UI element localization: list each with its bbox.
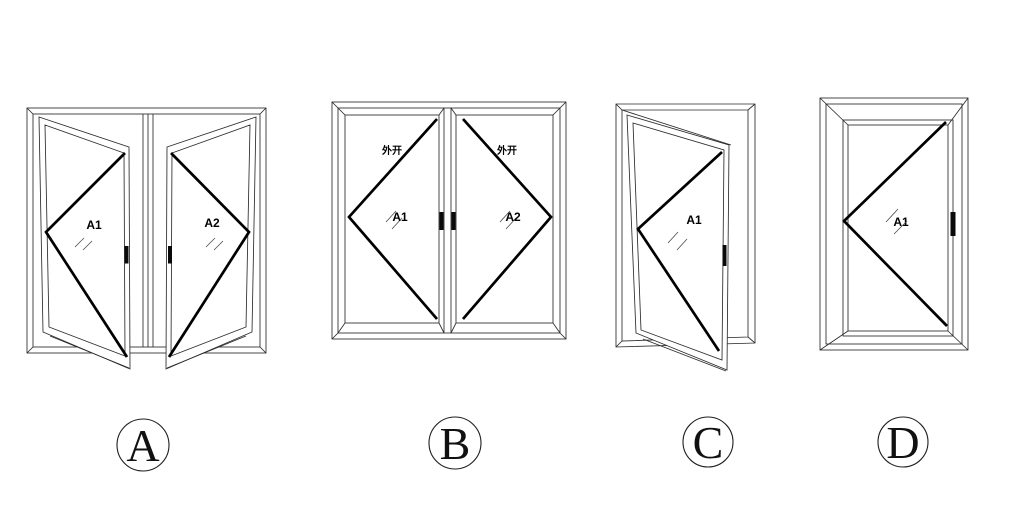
glass-marks xyxy=(205,237,224,251)
pane-label: A2 xyxy=(505,210,521,224)
figure-a: A1 A2 xyxy=(26,107,267,370)
badge-a: A xyxy=(116,418,170,472)
glass-marks xyxy=(667,231,688,251)
window-handle xyxy=(439,212,444,230)
open-direction-indicator xyxy=(842,121,948,327)
window-handle xyxy=(124,246,129,264)
window-b-right-sash: 外开 A2 xyxy=(450,107,561,334)
window-handle xyxy=(168,246,172,264)
badge-c: C xyxy=(682,416,734,468)
figure-c: A1 xyxy=(615,103,756,372)
badge-letter: A xyxy=(126,420,159,471)
glass-marks xyxy=(885,208,908,235)
open-direction-indicator xyxy=(461,118,553,320)
window-handle xyxy=(451,212,456,230)
window-handle xyxy=(722,245,727,266)
window-c-sash: A1 xyxy=(626,114,730,372)
pane-label: A1 xyxy=(392,210,408,224)
glass-marks xyxy=(74,237,93,251)
open-direction-indicator xyxy=(347,118,439,320)
window-b-left-sash: 外开 A1 xyxy=(337,107,445,334)
badge-circle xyxy=(428,416,482,470)
figure-b: 外开 A1 外开 A2 xyxy=(331,101,567,340)
window-d-frame xyxy=(819,97,969,351)
badge-letter: D xyxy=(886,417,919,468)
window-a-right-sash: A2 xyxy=(165,116,257,370)
open-direction-indicator xyxy=(167,152,251,358)
pane-label: A1 xyxy=(893,215,909,229)
pane-label: A2 xyxy=(204,216,220,230)
glass-marks xyxy=(385,210,403,230)
open-direction-label: 外开 xyxy=(381,144,402,157)
figure-d: A1 xyxy=(819,97,969,351)
badge-d: D xyxy=(877,416,929,468)
window-b-frame xyxy=(331,101,567,340)
badge-circle xyxy=(877,416,929,468)
glass-marks xyxy=(499,210,517,230)
badge-b: B xyxy=(428,416,482,470)
window-c-frame xyxy=(615,103,756,348)
window-handle xyxy=(950,212,956,236)
badge-circle xyxy=(116,418,170,472)
pane-label: A1 xyxy=(86,218,102,232)
badge-letter: B xyxy=(440,418,471,469)
window-a-frame xyxy=(26,107,267,354)
open-direction-indicator xyxy=(44,152,129,358)
figure-badges: A B C D xyxy=(116,416,929,472)
badge-circle xyxy=(682,416,734,468)
open-direction-label: 外开 xyxy=(496,144,517,157)
window-a-left-sash: A1 xyxy=(38,116,131,370)
badge-letter: C xyxy=(693,417,724,468)
open-direction-indicator xyxy=(636,151,723,352)
pane-label: A1 xyxy=(686,213,702,227)
window-d-sash: A1 xyxy=(842,119,956,337)
